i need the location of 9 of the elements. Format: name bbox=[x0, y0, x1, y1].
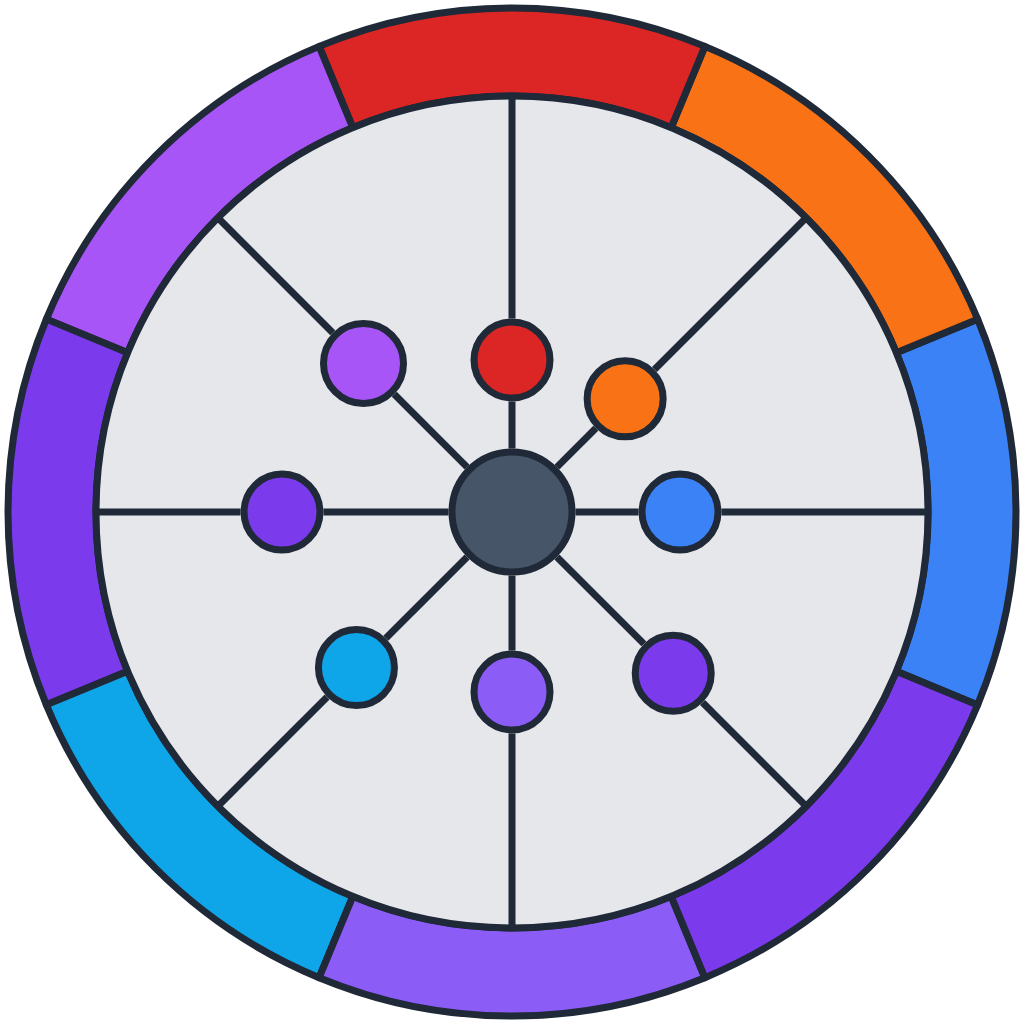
spoke-line bbox=[554, 425, 599, 470]
spoke-line bbox=[383, 554, 470, 641]
spoke-line bbox=[575, 508, 639, 516]
spoke-line bbox=[323, 508, 449, 516]
spoke-line bbox=[508, 401, 516, 449]
spoke-line bbox=[508, 575, 516, 651]
circle-node bbox=[448, 448, 576, 576]
spoke-line bbox=[554, 554, 647, 647]
spoke-line bbox=[391, 391, 470, 470]
